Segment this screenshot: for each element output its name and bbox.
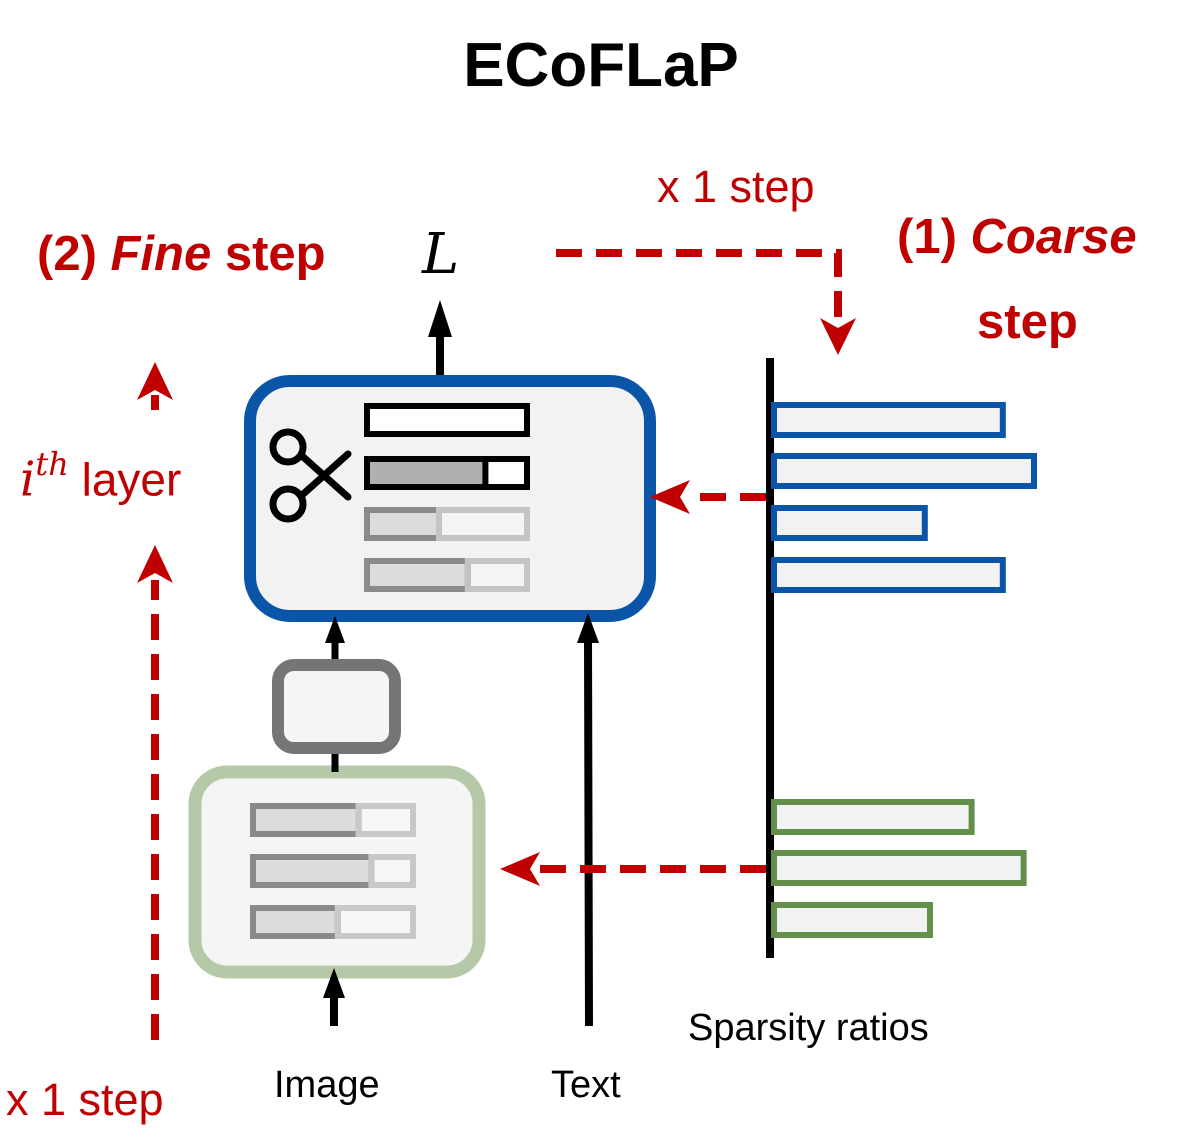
scissors-icon [269,428,352,523]
coarse-step-label: (1) Coarse [897,210,1137,264]
projector-box [272,659,401,754]
text-input-label: Text [551,1064,621,1106]
weight-row-kept [253,857,372,885]
language-sparsity-bars [771,402,1037,593]
weight-row-pruned-outline [355,803,417,837]
ratios-to-vision-arrow [500,852,766,886]
vision-sparsity-bar [771,850,1027,886]
vision-weight-row [250,854,416,888]
language-weight-rows [364,403,530,592]
language-weight-row [364,456,530,490]
language-weight-row [364,558,530,592]
projector-to-language-arrow [325,616,345,659]
layer-loop-arrow-lower [137,545,173,1040]
vision-sparsity-bar [771,799,975,835]
sparsity-ratios-label: Sparsity ratios [688,1007,929,1049]
diagram-title: ECoFLaP [463,31,739,100]
loss-symbol: L [422,222,460,287]
weight-row-kept [367,510,439,538]
vision-weight-row [250,905,416,939]
weight-row-pruned-outline [368,854,416,888]
vision-weight-row [250,803,417,837]
image-input-label: Image [274,1064,380,1106]
weight-row-outline [364,403,530,437]
weight-row-pruned-outline [436,507,530,541]
layer-loop-arrow-upper [137,362,173,410]
language-sparsity-bar [771,557,1006,593]
weight-row-pruned-outline [464,558,530,592]
coarse-step-label-line2: step [977,295,1078,349]
bottom-repeat-label: x 1 step [6,1074,164,1125]
weight-row-kept [253,908,338,936]
weight-row-kept [367,561,468,589]
vision-sparsity-bar [771,902,933,938]
language-sparsity-bar [771,505,928,541]
weight-row-pruned-outline [334,905,416,939]
vision-sparsity-bars [771,799,1027,938]
layer-label: ith layer [20,445,182,508]
text-input-arrow [577,613,599,1027]
language-sparsity-bar [771,402,1006,438]
top-repeat-label: x 1 step [657,161,815,212]
weight-row-kept [253,806,359,834]
loss-arrow [428,300,452,375]
language-weight-row [364,403,530,437]
weight-row-outline [364,456,530,490]
fine-step-label: (2) Fine step [37,227,326,281]
image-input-arrow [323,968,345,1026]
language-weight-row [364,507,530,541]
weight-row-kept [367,459,486,487]
language-model-box [244,375,656,622]
ratios-to-language-arrow [650,480,766,514]
vision-weight-rows [250,803,417,939]
language-sparsity-bar [771,453,1037,489]
coarse-to-ratios-arrow [556,249,856,355]
